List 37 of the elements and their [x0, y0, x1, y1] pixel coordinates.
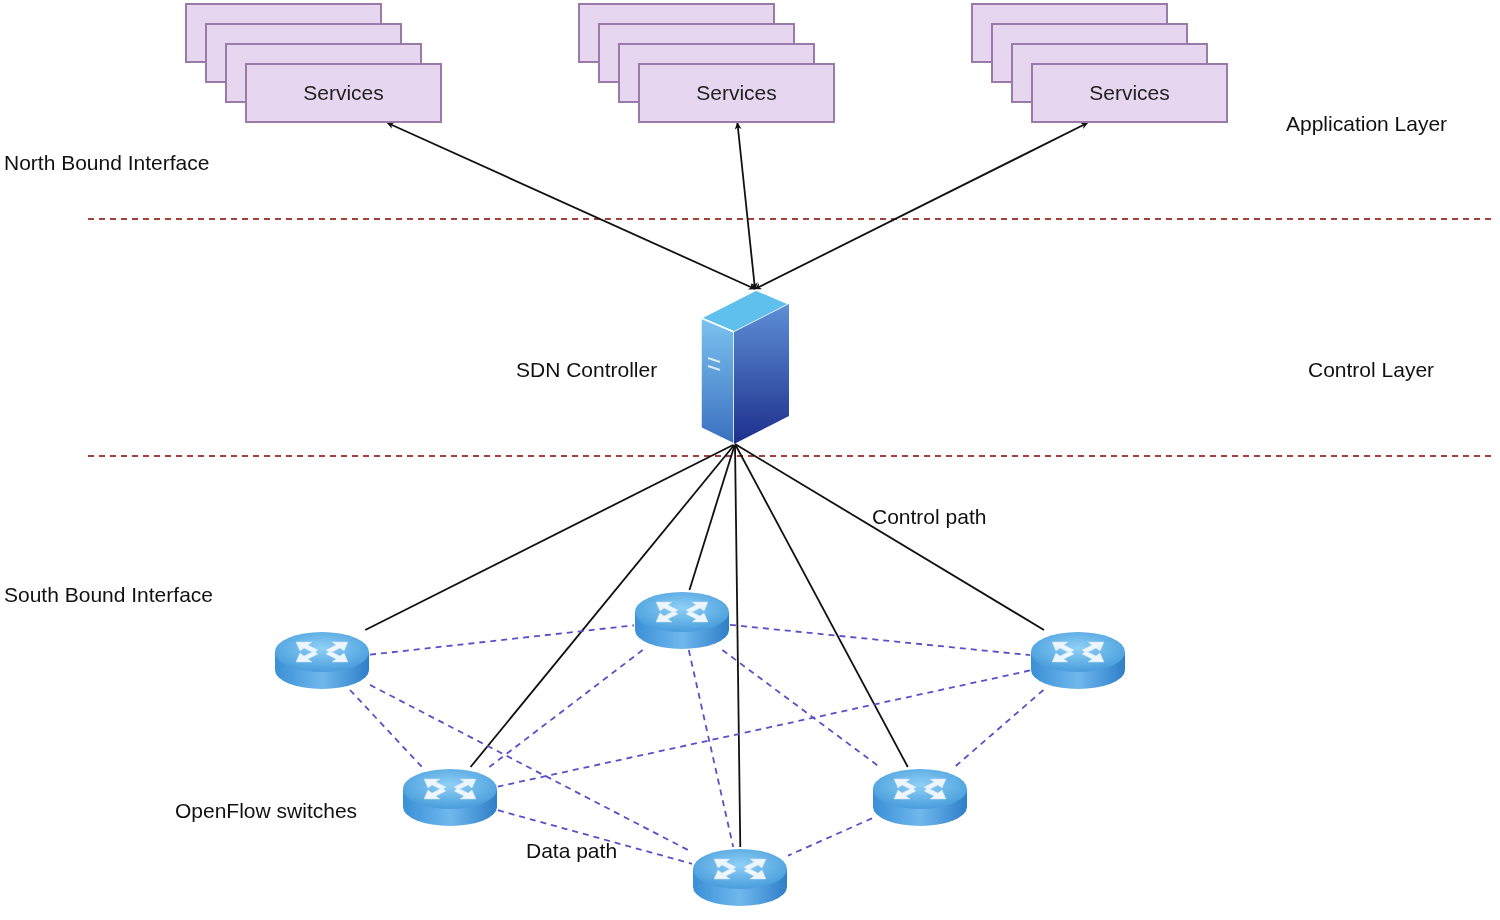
service-box: Services: [1031, 63, 1228, 123]
connector-line: [734, 443, 909, 768]
arrow: [734, 122, 758, 290]
arrow: [386, 122, 756, 290]
dashed-connector: [687, 649, 735, 848]
text-label: Data path: [526, 838, 618, 864]
router-icon: [274, 630, 370, 690]
dashed-connector: [488, 649, 644, 768]
dashed-connector: [729, 623, 1031, 657]
text-label: North Bound Interface: [4, 150, 210, 176]
node-caption: SDN Controller: [516, 357, 658, 383]
service-box: Services: [245, 63, 442, 123]
connector-line: [688, 443, 736, 591]
text-label: South Bound Interface: [4, 582, 213, 608]
dashed-connector: [497, 809, 693, 865]
service-box: Services: [638, 63, 835, 123]
router-icon: [872, 767, 968, 827]
server-icon: [700, 288, 790, 445]
text-label: OpenFlow switches: [175, 798, 358, 824]
dashed-connector: [721, 649, 881, 768]
text-label: Control Layer: [1308, 357, 1435, 383]
connector-line: [364, 443, 736, 631]
dashed-connector: [497, 669, 1031, 788]
router-icon: [402, 767, 498, 827]
connector-line: [469, 443, 736, 768]
dashed-connector: [369, 624, 635, 656]
router-icon: [1030, 630, 1126, 690]
connector-line: [734, 443, 742, 848]
dashed-connector: [953, 689, 1045, 768]
arrow: [754, 122, 1089, 290]
text-label: Application Layer: [1286, 111, 1448, 137]
connector-line: [734, 443, 1045, 631]
text-label: Control path: [872, 504, 987, 530]
router-icon: [692, 847, 788, 907]
router-icon: [634, 590, 730, 650]
dashed-connector: [349, 689, 423, 768]
dashed-connector: [787, 817, 873, 857]
